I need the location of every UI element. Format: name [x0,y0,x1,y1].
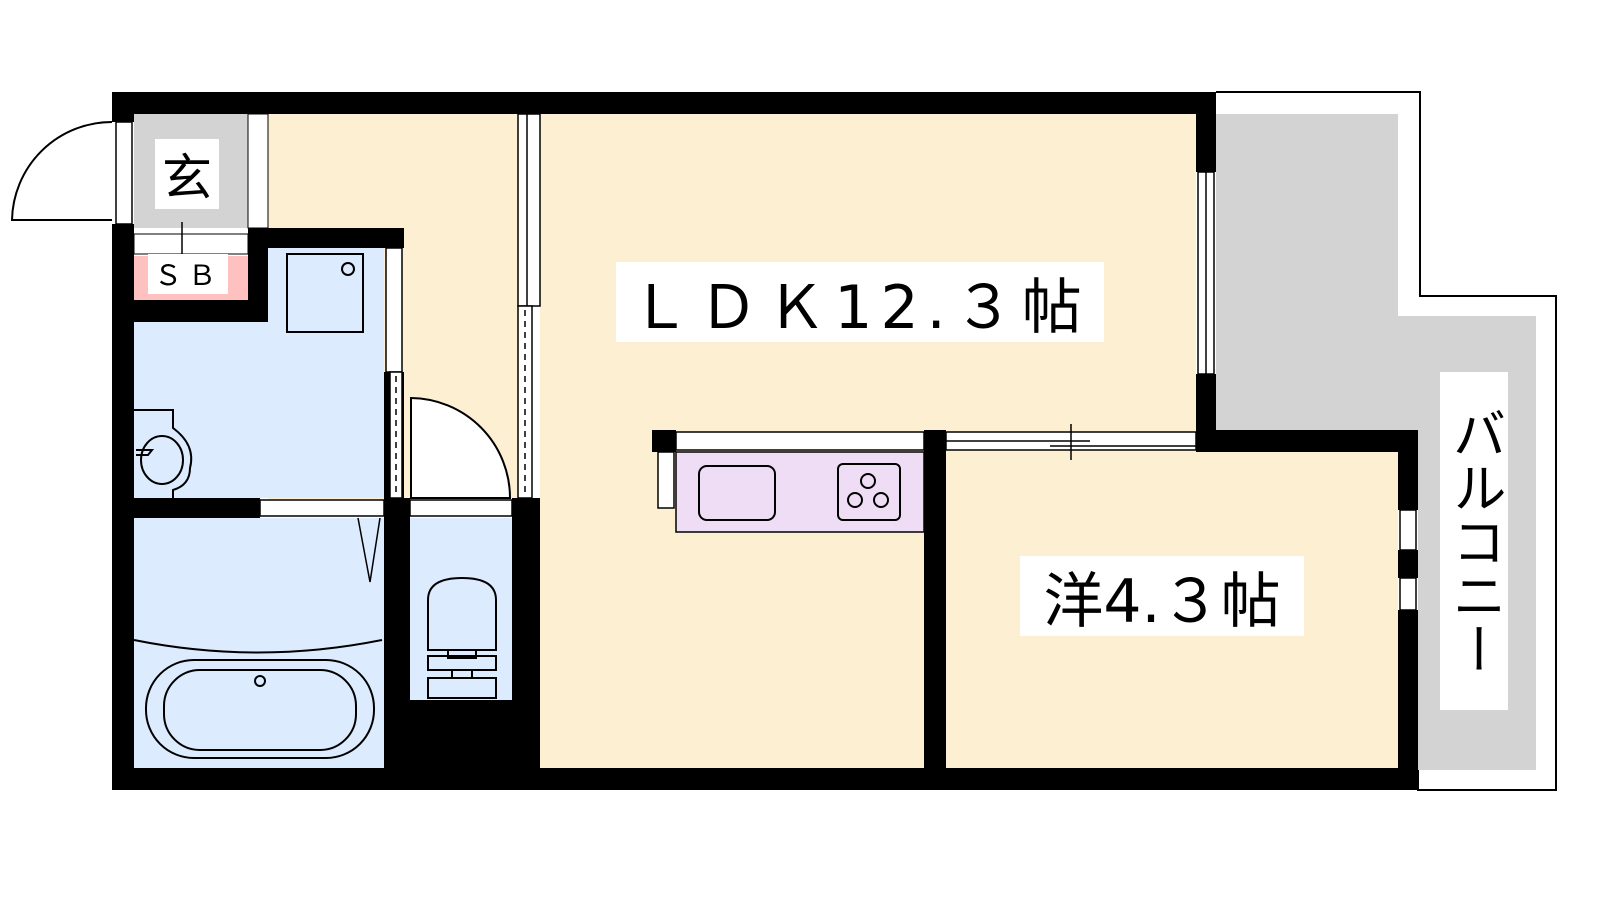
washroom-floor [134,322,384,498]
walls [112,92,1418,790]
ldk-label: ＬＤＫ12.３帖 [616,262,1104,343]
bath-door-swing [357,517,381,583]
entrance-step [247,113,269,229]
sink [698,465,776,521]
shoe-box-door [133,233,249,255]
stove-icon [837,463,901,521]
washing-machine [286,253,364,333]
western-room-label: 洋4.３帖 [1020,556,1304,637]
bathtub [133,639,383,654]
washbasin [134,409,193,498]
entrance-door-swing [10,121,113,221]
toilet-floor [404,518,518,700]
toilet-door-swing [410,396,512,499]
toilet [427,576,497,651]
openings [115,113,1417,611]
kitchen-counter [675,451,925,533]
shoe-box-label: ＳＢ [148,254,228,294]
entrance-label: 玄 [155,139,219,209]
bathroom-floor [134,518,384,768]
balcony-label: バルコニー [1440,372,1508,710]
